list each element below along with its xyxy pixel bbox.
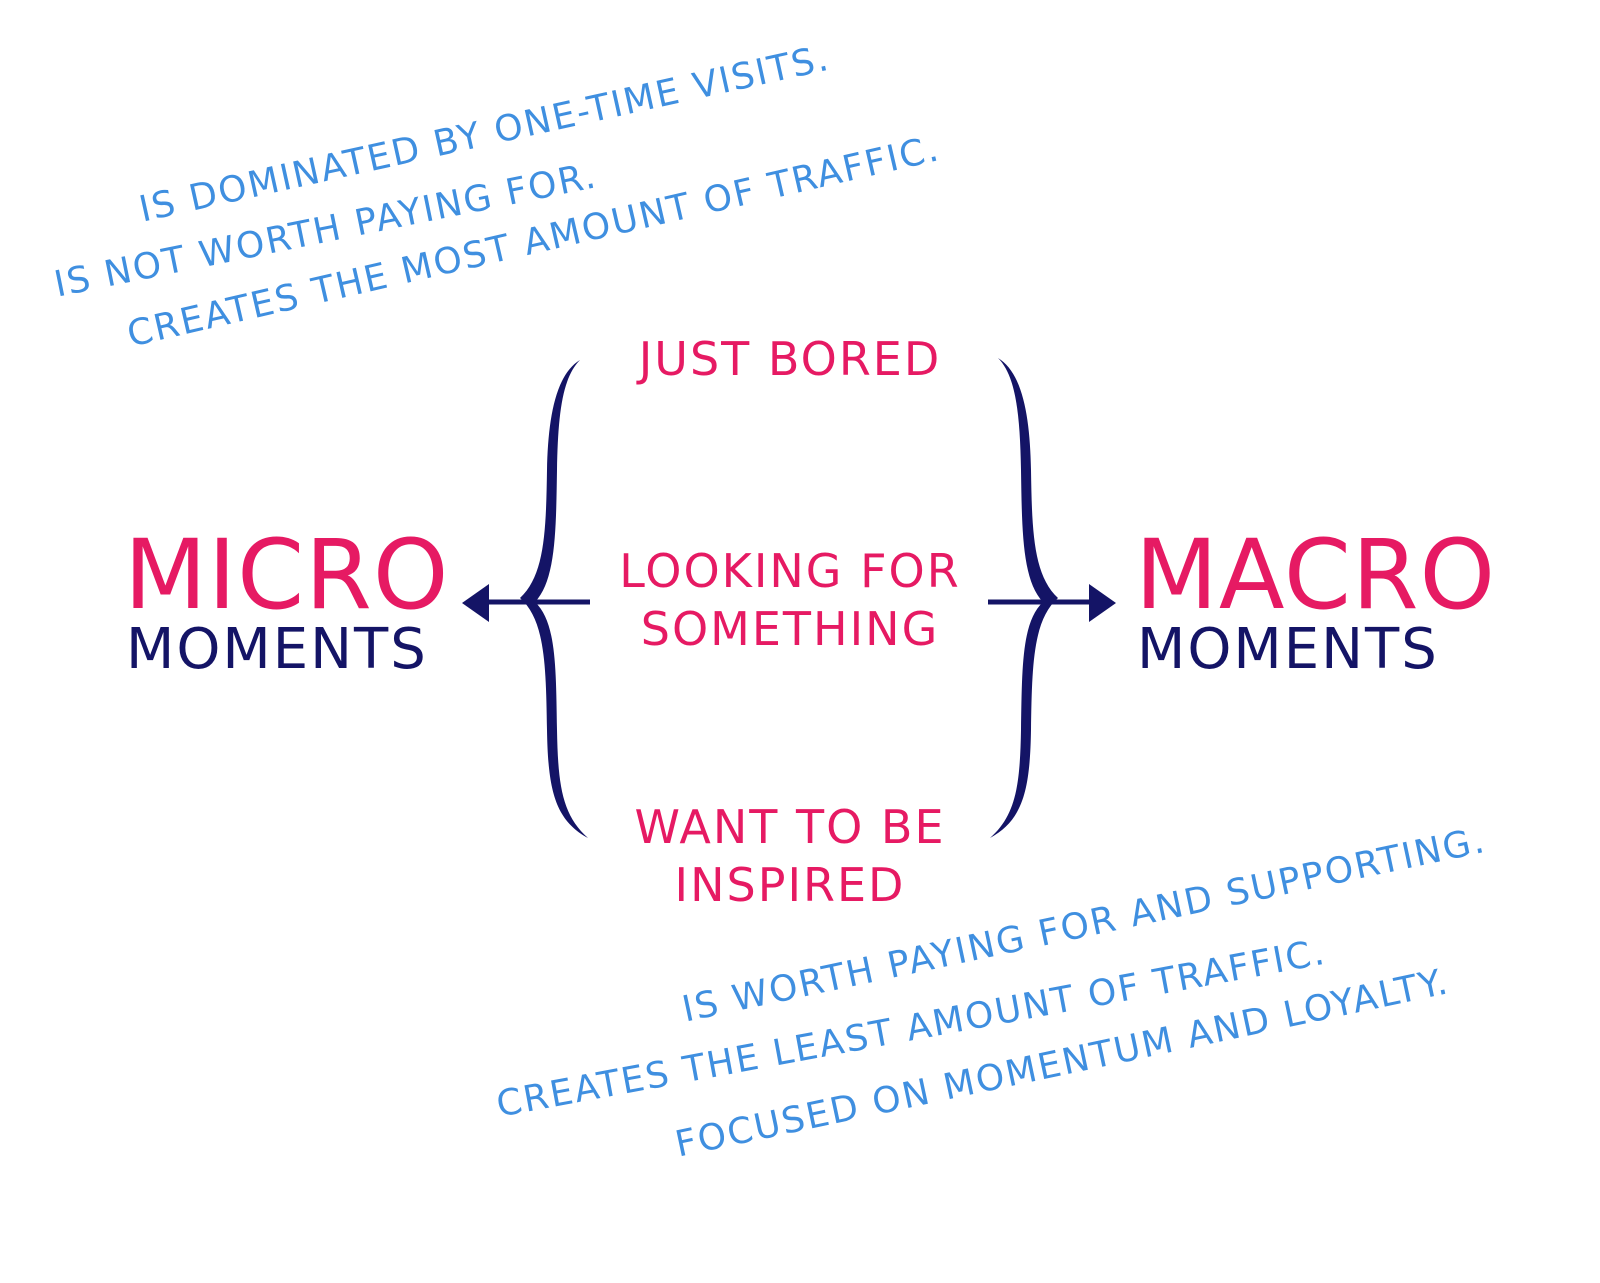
left-brace xyxy=(520,360,588,838)
right-brace xyxy=(990,358,1058,838)
reason-looking-for-something: LOOKING FOR SOMETHING xyxy=(619,544,961,656)
macro-subtitle: MOMENTS xyxy=(1137,617,1439,682)
macro-title: MACRO xyxy=(1135,519,1497,631)
micro-subtitle: MOMENTS xyxy=(126,617,428,682)
reason-just-bored: JUST BORED xyxy=(638,332,942,386)
left-arrow-head xyxy=(462,584,489,622)
right-arrow-head xyxy=(1089,584,1116,622)
reason-want-to-be-inspired: WANT TO BE INSPIRED xyxy=(634,800,946,912)
micro-title: MICRO xyxy=(124,519,450,631)
